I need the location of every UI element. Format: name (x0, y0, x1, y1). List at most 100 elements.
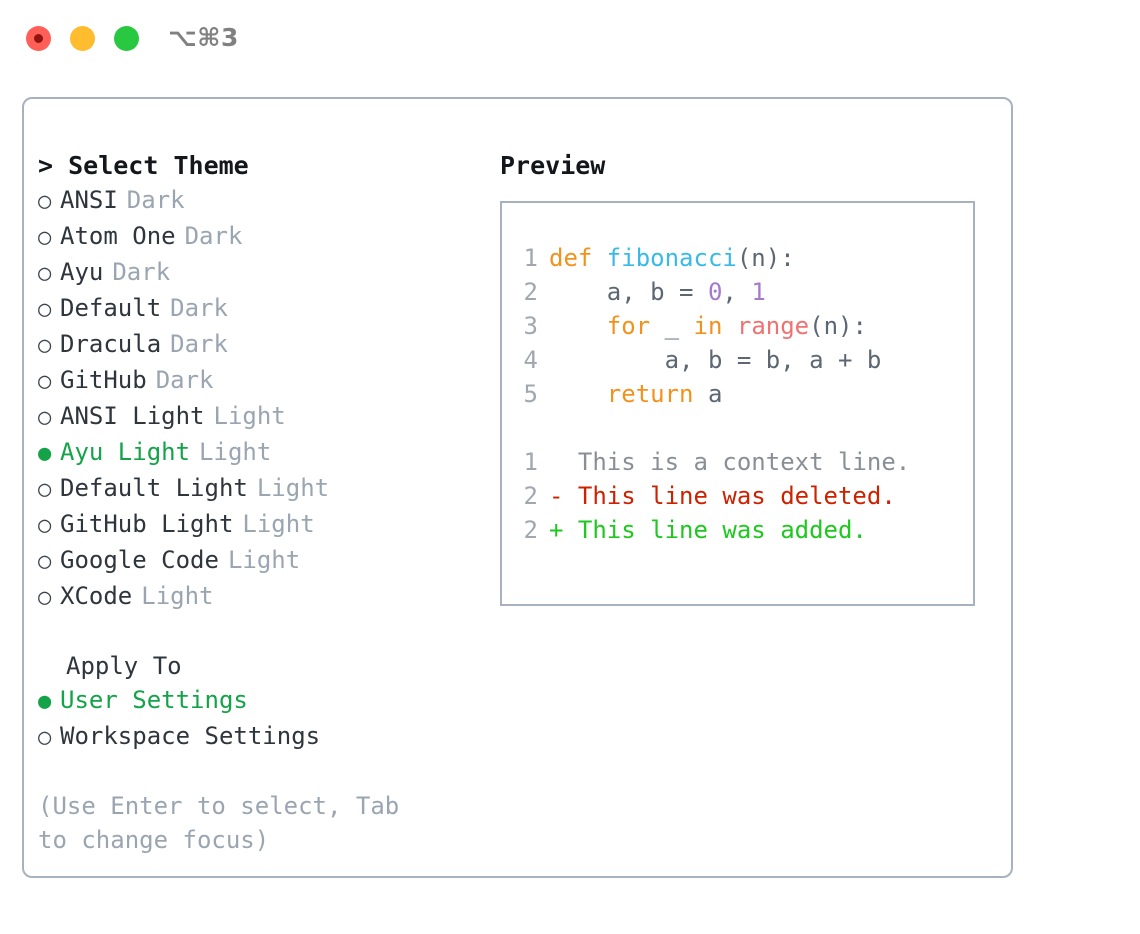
theme-option-label: Dracula (60, 330, 162, 358)
theme-option-label: Ayu (60, 258, 104, 286)
apply-to-option-user-settings[interactable]: ● User Settings (38, 683, 478, 719)
code-token (722, 312, 736, 340)
radio-unselected-icon: ○ (38, 513, 52, 538)
diff-text: This is a context line. (549, 448, 911, 476)
line-number: 1 (523, 244, 538, 272)
apply-to-option-label: User Settings (60, 686, 248, 714)
keyboard-shortcut-label: ⌥⌘3 (168, 23, 239, 52)
code-token: (n): (736, 244, 795, 272)
code-line: 1 def fibonacci(n): (518, 241, 973, 275)
code-token: def (549, 244, 607, 272)
radio-unselected-icon: ○ (38, 725, 52, 750)
theme-option-category: Light (242, 510, 315, 538)
apply-to-title: Apply To (66, 652, 182, 680)
theme-option-ansi[interactable]: ○ ANSI Dark (38, 183, 478, 219)
line-number: 2 (523, 516, 538, 544)
window-controls (26, 26, 139, 51)
theme-option-label: Atom One (60, 222, 176, 250)
theme-option-label: Ayu Light (60, 438, 191, 466)
code-token: a (693, 380, 723, 408)
line-number: 2 (523, 278, 538, 306)
preview-spacer (518, 411, 973, 445)
code-token: range (736, 312, 810, 340)
theme-option-default-light[interactable]: ○ Default Light Light (38, 471, 478, 507)
radio-unselected-icon: ○ (38, 477, 52, 502)
radio-unselected-icon: ○ (38, 225, 52, 250)
code-token: 1 (751, 278, 766, 306)
line-number: 2 (523, 482, 538, 510)
code-token (549, 380, 607, 408)
code-line: 3 for _ in range(n): (518, 309, 973, 343)
theme-option-xcode[interactable]: ○ XCode Light (38, 579, 478, 615)
minimize-button[interactable] (70, 26, 95, 51)
code-line: 2 a, b = 0, 1 (518, 275, 973, 309)
title-bar: ⌥⌘3 (0, 0, 1140, 78)
line-number: 5 (523, 380, 538, 408)
theme-option-atom-one[interactable]: ○ Atom One Dark (38, 219, 478, 255)
theme-option-label: XCode (60, 582, 133, 610)
line-number: 4 (523, 346, 538, 374)
spacer (38, 615, 478, 649)
preview-title: Preview (500, 151, 606, 180)
radio-unselected-icon: ○ (38, 585, 52, 610)
code-token: fibonacci (606, 244, 737, 272)
theme-option-category: Light (141, 582, 214, 610)
diff-sample: 1 This is a context line. 2 - This line wa… (518, 445, 973, 547)
theme-option-category: Dark (126, 186, 185, 214)
page-title: > Select Theme (38, 151, 249, 180)
code-line: 4 a, b = b, a + b (518, 343, 973, 377)
theme-option-category: Dark (155, 366, 214, 394)
diff-text: + This line was added. (549, 516, 867, 544)
code-token (549, 312, 607, 340)
theme-option-category: Light (256, 474, 330, 502)
maximize-button[interactable] (114, 26, 139, 51)
theme-option-ayu-light[interactable]: ● Ayu Light Light (38, 435, 478, 471)
radio-unselected-icon: ○ (38, 405, 52, 430)
theme-option-category: Dark (170, 330, 228, 358)
code-token: for (606, 312, 651, 340)
code-token: a, b = (549, 278, 708, 306)
theme-option-category: Dark (184, 222, 243, 250)
diff-line: 2 - This line was deleted. (518, 479, 973, 513)
theme-option-category: Light (213, 402, 286, 430)
radio-unselected-icon: ○ (38, 189, 52, 214)
theme-option-label: ANSI (60, 186, 118, 214)
code-line: 5 return a (518, 377, 973, 411)
theme-option-category: Light (199, 438, 272, 466)
diff-text: - This line was deleted. (549, 482, 896, 510)
code-token: in (693, 312, 723, 340)
apply-to-option-label: Workspace Settings (60, 722, 321, 750)
radio-unselected-icon: ○ (38, 369, 52, 394)
code-token: return (606, 380, 694, 408)
radio-unselected-icon: ○ (38, 297, 52, 322)
radio-selected-icon: ● (38, 441, 52, 466)
code-token: a, b = b, a + b (549, 346, 882, 374)
close-button[interactable] (26, 26, 51, 51)
radio-selected-icon: ● (38, 689, 52, 714)
theme-option-label: GitHub Light (60, 510, 234, 538)
theme-option-label: Default Light (60, 474, 248, 502)
code-token: 0 (707, 278, 723, 306)
code-token: (n): (809, 312, 867, 340)
radio-unselected-icon: ○ (38, 261, 52, 286)
line-number: 1 (523, 448, 538, 476)
apply-to-option-workspace-settings[interactable]: ○ Workspace Settings (38, 719, 478, 755)
theme-option-category: Light (227, 546, 301, 574)
theme-option-label: Default (60, 294, 162, 322)
radio-unselected-icon: ○ (38, 549, 52, 574)
theme-option-github-light[interactable]: ○ GitHub Light Light (38, 507, 478, 543)
code-token: , (722, 278, 752, 306)
line-number: 3 (523, 312, 538, 340)
apply-to-option-list: ● User Settings ○ Workspace Settings (38, 683, 478, 755)
